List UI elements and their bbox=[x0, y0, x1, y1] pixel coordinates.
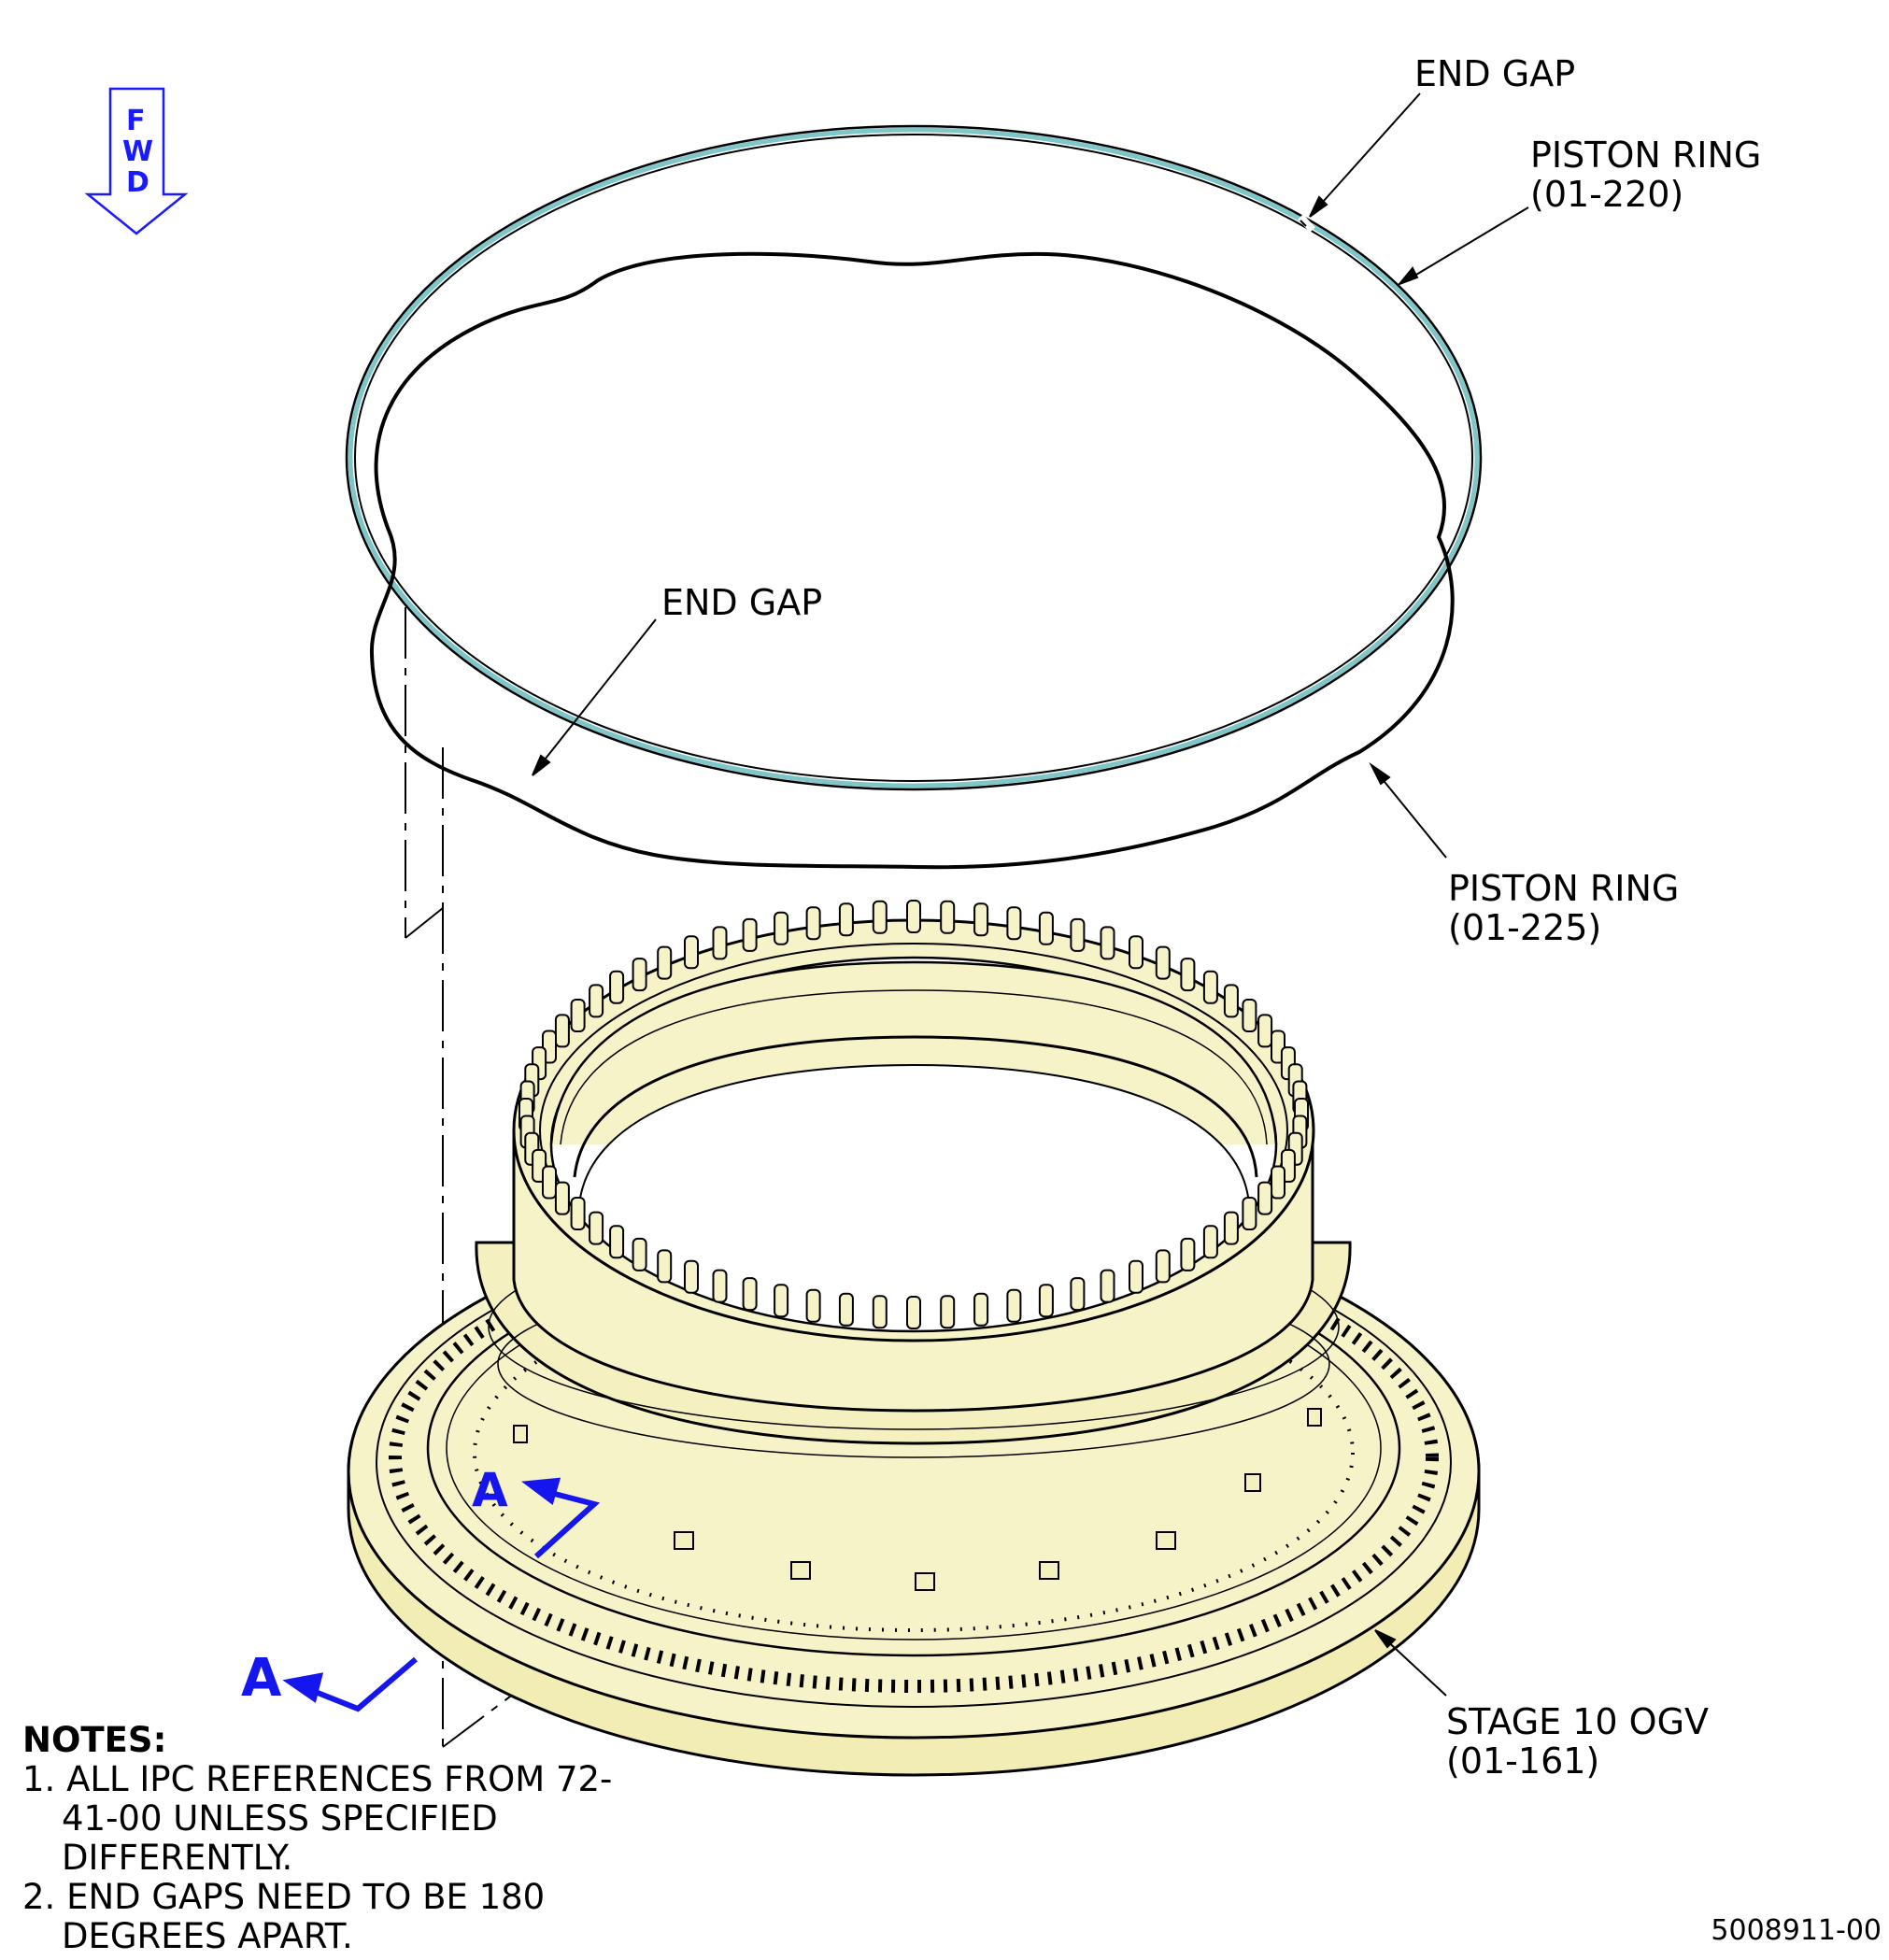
callout-ref: (01-161) bbox=[1446, 1740, 1600, 1782]
figure-number: 5008911-00 bbox=[1711, 1914, 1882, 1947]
fwd-letter-f: F bbox=[126, 105, 146, 137]
callout-label: PISTON RING bbox=[1530, 135, 1762, 176]
piston-ring-lower bbox=[369, 251, 1455, 870]
fwd-arrow-icon bbox=[84, 87, 189, 235]
section-label-lower: A bbox=[241, 1648, 282, 1709]
callout-ref: (01-220) bbox=[1530, 174, 1684, 215]
note-item-2: 2. END GAPS NEED TO BE 180 DEGREES APART… bbox=[22, 1877, 546, 1956]
callout-label: PISTON RING bbox=[1448, 868, 1680, 909]
callout-end-gap-top: END GAP bbox=[1414, 54, 1575, 93]
piston-ring-upper bbox=[345, 124, 1483, 791]
callout-stage-10-ogv: STAGE 10 OGV (01-161) bbox=[1446, 1702, 1709, 1781]
callout-label: STAGE 10 OGV bbox=[1446, 1701, 1710, 1742]
notes-block: NOTES: 1. ALL IPC REFERENCES FROM 72-41-… bbox=[22, 1721, 622, 1956]
fwd-letter-w: W bbox=[122, 135, 154, 168]
callout-piston-ring-upper: PISTON RING (01-220) bbox=[1530, 135, 1761, 214]
note-item-1: 1. ALL IPC REFERENCES FROM 72-41-00 UNLE… bbox=[22, 1759, 613, 1878]
fwd-letter-d: D bbox=[126, 166, 149, 199]
section-label-upper: A bbox=[472, 1463, 508, 1517]
leader-lines bbox=[532, 92, 1529, 1697]
callout-piston-ring-lower: PISTON RING (01-225) bbox=[1448, 869, 1679, 947]
callout-end-gap-lower: END GAP bbox=[661, 583, 822, 622]
callout-label: END GAP bbox=[661, 582, 823, 623]
callout-label: END GAP bbox=[1414, 53, 1576, 94]
notes-heading: NOTES: bbox=[22, 1720, 167, 1760]
section-a-arrows bbox=[282, 1477, 601, 1712]
stage-10-ogv bbox=[347, 900, 1481, 1777]
callout-ref: (01-225) bbox=[1448, 907, 1602, 948]
